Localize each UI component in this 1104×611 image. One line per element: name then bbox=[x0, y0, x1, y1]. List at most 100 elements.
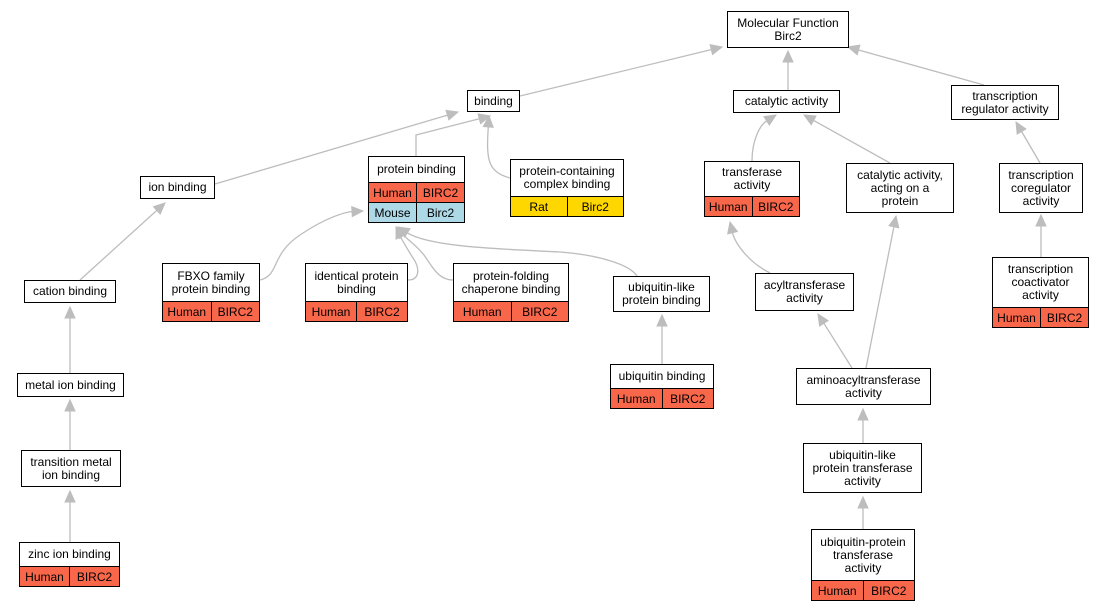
gene-cell: BIRC2 bbox=[751, 197, 800, 216]
edge-line bbox=[259, 210, 353, 281]
edge-line bbox=[858, 49, 985, 86]
arrowhead bbox=[351, 205, 365, 218]
go-term-node-ublbind[interactable]: ubiquitin-like protein binding bbox=[613, 276, 710, 312]
edge-transreg-to-mf bbox=[846, 44, 985, 86]
go-term-node-ublt[interactable]: ubiquitin-like protein transferase activ… bbox=[803, 443, 922, 493]
edge-line bbox=[519, 48, 712, 97]
edge-ublbind-to-protein bbox=[396, 226, 638, 277]
go-term-label: protein-containing complex binding bbox=[519, 164, 615, 191]
gene-cell: BIRC2 bbox=[210, 302, 260, 321]
go-term-label: transcription regulator activity bbox=[961, 88, 1049, 116]
go-term-label: ubiquitin-like protein binding bbox=[622, 280, 701, 307]
species-cell: Human bbox=[616, 391, 656, 406]
arrowhead bbox=[763, 114, 778, 127]
species-cell: Human bbox=[167, 304, 207, 319]
go-term-label: catalytic activity, acting on a protein bbox=[857, 167, 943, 208]
gene-cell: BIRC2 bbox=[862, 581, 915, 600]
go-term-label: catalytic activity bbox=[744, 94, 829, 108]
edge-line bbox=[486, 126, 511, 179]
arrowhead bbox=[445, 109, 460, 121]
edge-catalytic-to-mf bbox=[782, 49, 794, 90]
go-term-label: aminoacyltransferase activity bbox=[806, 372, 921, 400]
edge-line bbox=[400, 236, 419, 281]
go-term-label: transcription coactivator activity bbox=[1007, 262, 1074, 302]
arrowhead bbox=[888, 214, 900, 229]
edge-transmetal-to-metal bbox=[64, 398, 76, 450]
species-cell: Mouse bbox=[374, 205, 411, 220]
go-term-label: zinc ion binding bbox=[28, 547, 111, 561]
go-term-node-coreg[interactable]: transcription coregulator activity bbox=[999, 163, 1083, 213]
go-term-node-transmetal[interactable]: transition metal ion binding bbox=[21, 450, 121, 487]
arrowhead bbox=[482, 114, 494, 128]
arrowhead bbox=[727, 220, 739, 235]
go-term-label: Molecular Function Birc2 bbox=[737, 15, 839, 43]
arrowhead bbox=[396, 226, 411, 239]
species-cell: Human bbox=[25, 569, 64, 584]
go-term-node-catprot[interactable]: catalytic activity, acting on a protein bbox=[846, 163, 954, 213]
gene-cell: BIRC2 bbox=[1040, 308, 1088, 327]
go-term-node-transreg[interactable]: transcription regulator activity bbox=[951, 85, 1059, 120]
arrowhead bbox=[64, 305, 76, 319]
edge-acyl-to-transferase bbox=[727, 220, 771, 274]
edge-fbxo-to-protein bbox=[259, 205, 365, 281]
arrowhead bbox=[857, 407, 869, 421]
annotation-row: Human BIRC2 bbox=[20, 566, 119, 586]
edge-protein-to-binding bbox=[415, 113, 492, 156]
go-term-node-binding[interactable]: binding bbox=[467, 90, 520, 112]
gene-cell: BIRC2 bbox=[69, 567, 119, 586]
go-term-label: ion binding bbox=[148, 180, 207, 194]
go-term-node-catalytic[interactable]: catalytic activity bbox=[733, 90, 840, 113]
go-term-label: FBXO family protein binding bbox=[171, 268, 251, 296]
edge-binding-to-mf bbox=[519, 44, 724, 97]
edge-line bbox=[214, 114, 448, 185]
edge-coreg-to-transreg bbox=[1015, 120, 1041, 164]
edge-ublt-to-aminoacyl bbox=[857, 407, 869, 443]
edge-metal-to-cation bbox=[64, 305, 76, 373]
go-term-node-mf[interactable]: Molecular Function Birc2 bbox=[727, 11, 849, 48]
edge-ubbind-to-ublbind bbox=[656, 313, 668, 364]
arrowhead bbox=[477, 113, 492, 125]
edge-line bbox=[823, 322, 853, 369]
go-term-label: acyltransferase activity bbox=[763, 278, 846, 305]
edge-aminoacyl-to-acyl bbox=[817, 312, 853, 369]
arrowhead bbox=[64, 489, 76, 503]
go-term-node-acyl[interactable]: acyltransferase activity bbox=[755, 273, 854, 311]
arrowhead bbox=[64, 398, 76, 412]
go-term-node-cation[interactable]: cation binding bbox=[24, 280, 116, 303]
edge-aminoacyl-to-catprot bbox=[865, 214, 900, 369]
edge-line bbox=[731, 232, 771, 274]
edge-cation-to-ion bbox=[79, 202, 166, 281]
arrowhead bbox=[1015, 120, 1027, 135]
go-term-label: cation binding bbox=[32, 284, 108, 298]
edge-line bbox=[751, 120, 768, 162]
go-term-label: transcription coregulator activity bbox=[1008, 167, 1074, 208]
go-term-node-ion[interactable]: ion binding bbox=[140, 176, 215, 199]
species-cell: Human bbox=[817, 583, 857, 598]
arrowhead bbox=[709, 44, 724, 56]
species-cell: Human bbox=[708, 199, 748, 214]
arrowhead bbox=[802, 114, 817, 126]
species-cell: Human bbox=[997, 310, 1036, 325]
arrowhead bbox=[656, 313, 668, 327]
go-term-node-metal[interactable]: metal ion binding bbox=[17, 373, 124, 397]
go-term-label: transition metal ion binding bbox=[30, 454, 112, 482]
edge-line bbox=[406, 232, 638, 277]
go-term-label: identical protein binding bbox=[314, 268, 399, 296]
go-term-node-aminoacyl[interactable]: aminoacyltransferase activity bbox=[796, 368, 931, 405]
